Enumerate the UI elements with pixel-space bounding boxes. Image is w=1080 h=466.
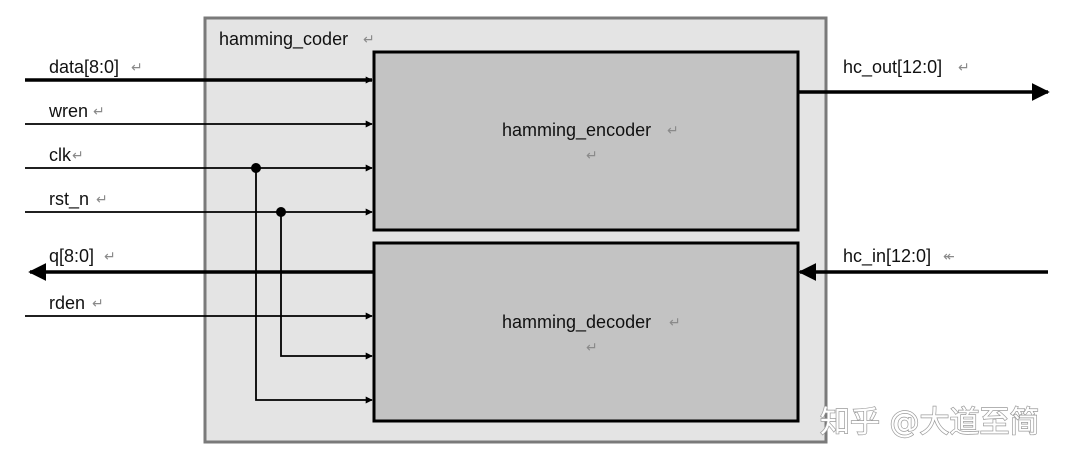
wren-port-mark: ↵ (93, 104, 105, 120)
hc-out-port-label: hc_out[12:0] (843, 57, 942, 78)
hamming-coder-label: hamming_coder (219, 29, 348, 50)
hamming-encoder-empty-mark: ↵ (586, 148, 598, 164)
data-port-mark: ↵ (131, 60, 143, 76)
hamming-decoder-mark: ↵ (669, 315, 681, 331)
clk-port-label: clk (49, 145, 72, 165)
hamming-encoder-label: hamming_encoder (502, 120, 651, 141)
hamming-encoder-mark: ↵ (667, 123, 679, 139)
hamming-decoder-label: hamming_decoder (502, 312, 651, 333)
data-port-label: data[8:0] (49, 57, 119, 77)
wren-port-label: wren (48, 101, 88, 121)
rden-port-mark: ↵ (92, 296, 104, 312)
rst-n-port-label: rst_n (49, 189, 89, 210)
hc-in-port-mark: ↞ (943, 249, 955, 265)
hc-out-port-mark: ↵ (958, 60, 970, 76)
hamming-encoder-block (372, 50, 800, 232)
hamming-decoder-empty-mark: ↵ (586, 340, 598, 356)
clk-port-mark: ↵ (72, 148, 84, 164)
rst-n-branch-wire (280, 212, 373, 360)
hc-in-port-label: hc_in[12:0] (843, 246, 931, 267)
rst-n-port-mark: ↵ (96, 192, 108, 208)
hamming-coder-mark: ↵ (363, 32, 375, 48)
hamming-decoder-block (372, 241, 800, 423)
q-port-mark: ↵ (104, 249, 116, 265)
q-port-label: q[8:0] (49, 246, 94, 266)
rden-port-label: rden (49, 293, 85, 313)
zhihu-watermark: 知乎 @大道至简 (820, 405, 1040, 440)
clk-branch-wire (255, 168, 373, 404)
